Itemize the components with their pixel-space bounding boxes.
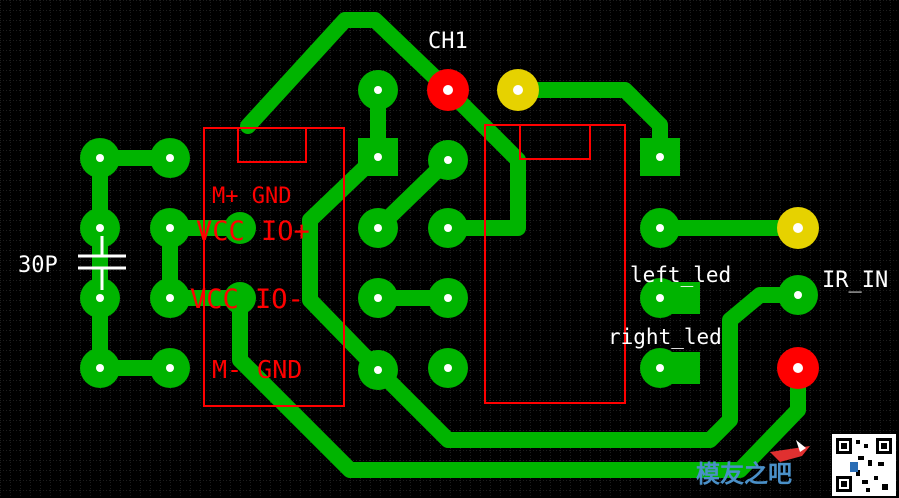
pad-holes [96,86,802,374]
silkscreen [203,124,626,407]
capacitor-symbol [78,236,126,290]
ir-in-pad-hole [793,363,803,373]
yellow-pad-top-hole [513,85,523,95]
airplane-logo-icon [770,440,810,462]
m-minus-gnd-label: M- GND [212,355,302,384]
vcc-io-plus-label: VCC IO+ [196,216,310,247]
yellow-pad-right-hole [793,223,803,233]
ch1-label: CH1 [428,29,468,54]
module-tab-right [519,124,591,160]
ir-in-label: IR_IN [822,268,888,293]
right-led-label: right_led [608,325,722,349]
module-tab-left [237,127,307,163]
pad [224,212,256,244]
m-plus-gnd-label: M+ GND [212,184,291,209]
watermark-label: 模友之吧 [696,460,792,488]
pad-square [672,352,700,384]
pad [224,282,256,314]
left-led-label: left_led [630,263,731,287]
cap-label: 30P [18,253,58,278]
qr-code-icon [832,434,896,496]
trace-bottom [232,302,806,478]
pad-square [672,282,700,314]
ch1-pad-hole [443,85,453,95]
trace-io-plus [370,287,806,448]
vcc-io-minus-label: VCC IO- [190,284,304,315]
